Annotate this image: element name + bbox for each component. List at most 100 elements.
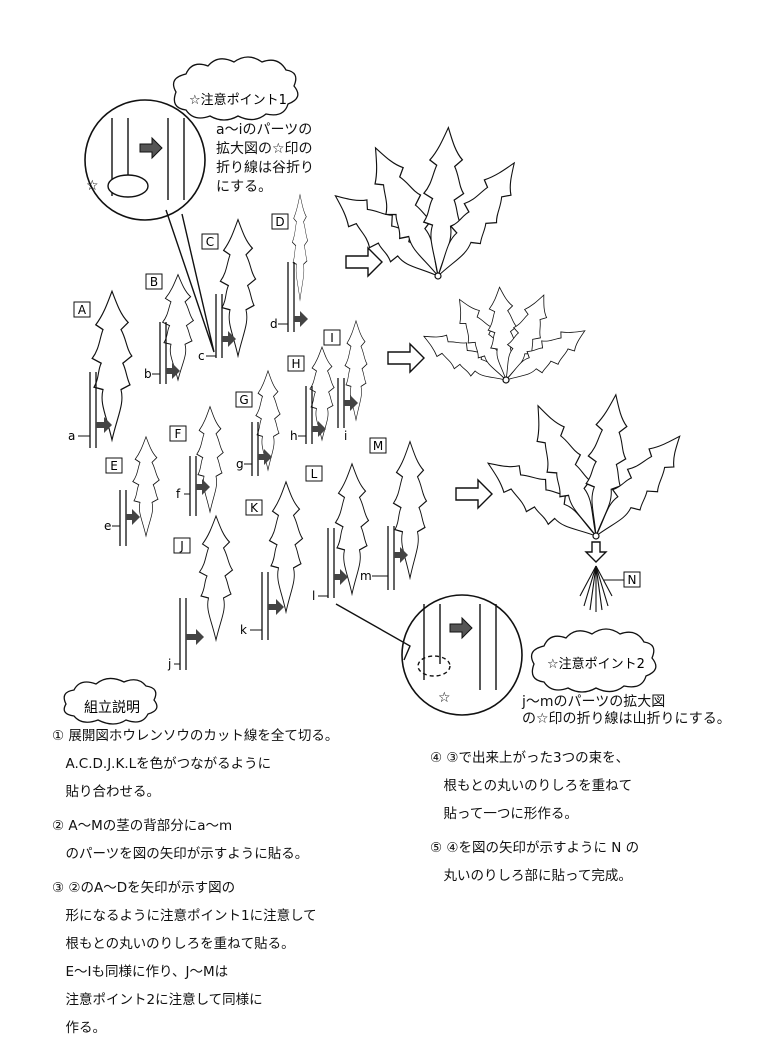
leaf-k <box>268 481 304 613</box>
label-g: g <box>236 457 244 471</box>
svg-text:折り線は谷折り: 折り線は谷折り <box>216 160 314 176</box>
stem-i <box>337 378 345 428</box>
arrow-m <box>394 547 408 563</box>
svg-text:a～iのパーツの: a～iのパーツの <box>216 122 312 138</box>
label-e: e <box>104 519 111 533</box>
step-2: ② A～Mの茎の背部分にa～m のパーツを図の矢印が示すように貼る。 <box>52 818 309 862</box>
label-K: K <box>245 499 263 516</box>
svg-text:の☆印の折り線は山折りにする。: の☆印の折り線は山折りにする。 <box>522 711 731 727</box>
bundle-2 <box>416 285 593 394</box>
flow-arrows <box>345 246 608 563</box>
magnified-stem-detail-1 <box>107 118 185 200</box>
svg-text:拡大図の☆印の: 拡大図の☆印の <box>216 141 313 157</box>
step-3: ③ ②のA～Dを矢印が示す図の 形になるように注意ポイント1に注意して 根もとの… <box>52 880 317 1036</box>
label-A: A <box>73 301 91 318</box>
stem-d <box>287 262 295 332</box>
instructions-right: ④ ③で出来上がった3つの束を、 根もとの丸いのりしろを重ねて 貼って一つに形作… <box>430 744 750 896</box>
label-h: h <box>290 429 298 443</box>
instructions-title: 組立説明 <box>84 700 140 716</box>
star-mark-1: ☆ <box>86 178 99 194</box>
flow-arrow-down <box>584 541 608 563</box>
label-I: I <box>323 329 341 346</box>
flow-arrow-1 <box>345 246 383 278</box>
svg-text:E: E <box>110 459 118 473</box>
callout-2-cloud <box>530 628 657 693</box>
callout-1: ☆注意ポイント1 ☆ a～iのパーツの 拡大図の☆印の 折り線は谷折り にする。 <box>84 56 314 353</box>
arrow-k <box>268 599 284 615</box>
assembly-diagram: ☆注意ポイント1 ☆ a～iのパーツの 拡大図の☆印の 折り線は谷折り にする。 <box>63 56 731 727</box>
label-i: i <box>344 429 347 443</box>
stem-a <box>89 372 97 448</box>
label-B: B <box>145 273 163 290</box>
label-L: L <box>305 465 323 482</box>
label-C: C <box>201 233 219 250</box>
callout-2-title: ☆注意ポイント2 <box>547 656 645 672</box>
arrow-c <box>222 331 236 347</box>
stem-f <box>189 456 197 516</box>
instructions-left: ① 展開図ホウレンソウのカット線を全て切る。 A.C.D.J.K.Lを色がつなが… <box>52 722 392 1048</box>
magnified-arrow-1 <box>139 136 163 160</box>
label-J: J <box>173 537 191 554</box>
label-D: D <box>271 213 289 230</box>
svg-text:M: M <box>373 439 383 453</box>
svg-text:F: F <box>175 427 182 441</box>
arrow-e <box>126 509 140 525</box>
stem-m <box>387 526 395 590</box>
callout-2: ☆ ☆注意ポイント2 j～mのパーツの拡大図 の☆印の折り線は山折りにする。 <box>335 594 731 727</box>
stem-h <box>305 386 313 444</box>
callout-1-title: ☆注意ポイント1 <box>189 92 287 108</box>
arrow-f <box>196 479 210 495</box>
leaf-j <box>198 515 234 641</box>
flow-arrow-3 <box>455 478 493 510</box>
label-H: H <box>287 355 305 372</box>
svg-text:にする。: にする。 <box>216 179 272 195</box>
stem-k <box>261 572 269 640</box>
label-a: a <box>68 429 75 443</box>
magnified-stem-detail-2 <box>417 604 497 690</box>
leaf-c <box>219 218 257 357</box>
step-4: ④ ③で出来上がった3つの束を、 根もとの丸いのりしろを重ねて 貼って一つに形作… <box>430 750 633 822</box>
svg-text:N: N <box>628 573 637 587</box>
arrow-j <box>186 629 204 645</box>
arrow-a <box>96 417 112 433</box>
label-m: m <box>360 569 372 583</box>
leaf-a <box>91 290 133 441</box>
stem-labels: a b c d e f g h i j k l m <box>68 317 388 671</box>
root-part-n <box>579 565 624 612</box>
step-5: ⑤ ④を図の矢印が示すように N の 丸いのりしろ部に貼って完成。 <box>430 840 640 884</box>
flow-arrow-2 <box>387 342 425 374</box>
arrow-l <box>334 569 348 585</box>
label-M: M <box>369 437 387 454</box>
bundle-1 <box>322 125 531 293</box>
svg-text:H: H <box>291 357 300 371</box>
label-l: l <box>312 589 315 603</box>
label-j: j <box>167 657 171 671</box>
stem-j <box>179 598 187 670</box>
stem-l <box>327 528 335 598</box>
label-b: b <box>144 367 152 381</box>
label-N: N <box>623 571 641 588</box>
svg-text:A: A <box>78 303 87 317</box>
svg-text:B: B <box>150 275 158 289</box>
label-G: G <box>235 391 253 408</box>
leaf-e <box>132 436 160 537</box>
label-E: E <box>105 457 123 474</box>
bundle-3 <box>477 391 695 553</box>
label-c: c <box>198 349 205 363</box>
label-k: k <box>240 623 247 637</box>
svg-text:J: J <box>179 539 184 553</box>
callout-1-cloud <box>172 56 299 121</box>
svg-text:K: K <box>250 501 259 515</box>
arrow-g <box>258 449 272 465</box>
magnifier-circle-2 <box>401 594 523 716</box>
svg-text:G: G <box>239 393 248 407</box>
callout-2-pointer <box>335 603 411 661</box>
magnifier-circle-1 <box>84 99 206 221</box>
stem-b <box>159 322 167 384</box>
stem-c <box>215 294 223 358</box>
part-group-e-i <box>119 320 368 546</box>
callout-1-note: a～iのパーツの 拡大図の☆印の 折り線は谷折り にする。 <box>216 122 314 195</box>
label-f: f <box>176 487 181 501</box>
arrow-b <box>166 363 180 379</box>
arrow-h <box>312 421 326 437</box>
